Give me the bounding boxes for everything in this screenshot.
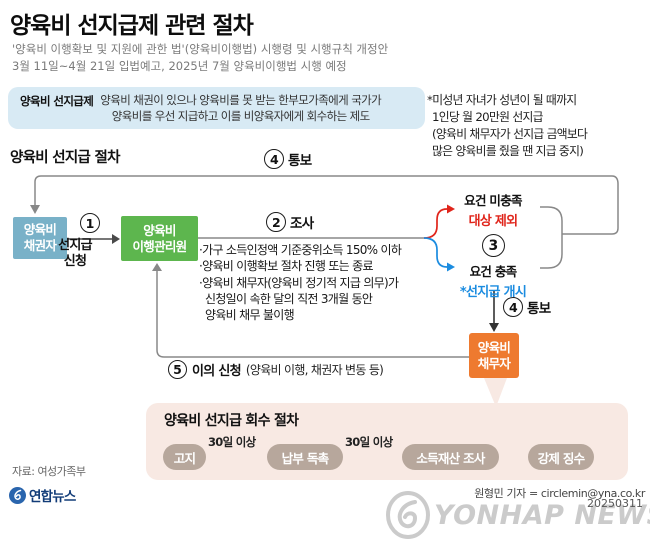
debtor-box: 양육비 채무자	[469, 333, 519, 378]
criteria-item: ·양육비 채무자(양육비 정기적 지급 의무)가	[199, 275, 399, 290]
step-4-text: 통보	[527, 301, 551, 317]
step-3-circle: 3	[481, 234, 505, 257]
definition-term: 양육비 선지급제	[20, 94, 94, 108]
notify-loop-arrowhead	[30, 205, 40, 214]
step-4-label: 4 통보	[503, 297, 551, 317]
step-5-label: 5 이의 신청 (양육비 이행, 채권자 변동 등)	[168, 360, 384, 379]
flow-section-title: 양육비 선지급 절차	[10, 150, 121, 166]
subtitle-line-1: '양육비 이행확보 및 지원에 관한 법'(양육비이행법) 시행령 및 시행규칙…	[12, 42, 389, 56]
recovery-box: 양육비 선지급 회수 절차 30일 이상 30일 이상 고지 납부 독촉 소득재…	[146, 403, 628, 480]
step-1-label: 선지급 신청	[51, 238, 99, 270]
criteria-item-cont: 양육비 채무 불이행	[205, 308, 295, 323]
page-subtitle: '양육비 이행확보 및 지원에 관한 법'(양육비이행법) 시행령 및 시행규칙…	[12, 41, 388, 74]
subtitle-line-2: 3월 11일~4월 21일 입법예고, 2025년 7월 양육비이행법 시행 예…	[12, 58, 347, 73]
note-line-1: *미성년 자녀가 성년이 될 때까지	[427, 93, 577, 107]
yonhap-watermark: YONHAP NEWS	[385, 490, 650, 540]
step4-arrowhead	[489, 323, 499, 332]
debtor-line-1: 양육비	[477, 339, 511, 355]
agency-line-2: 이행관리원	[132, 238, 187, 254]
notify-top-text: 통보	[288, 153, 312, 169]
debtor-line-2: 채무자	[477, 355, 511, 371]
criteria-item: ·양육비 이행확보 절차 진행 또는 종료	[199, 259, 373, 274]
interval-label-1: 30일 이상	[208, 435, 256, 449]
recovery-step-investigation: 소득재산 조사	[402, 444, 499, 470]
step-1-circle: 1	[80, 213, 100, 233]
definition-line-2: 양육비를 우선 지급하고 이를 비양육자에게 회수하는 제도	[111, 108, 370, 123]
watermark-text: YONHAP NEWS	[434, 499, 650, 531]
definition-text: 양육비 채권이 있으나 양육비를 못 받는 한부모가족에게 국가가 양육비를 우…	[100, 93, 381, 129]
step5-arrowhead	[152, 263, 162, 271]
yonhap-logo-icon	[9, 486, 26, 504]
data-source: 자료: 여성가족부	[12, 465, 86, 478]
criteria-item-cont: 신청일이 속한 달의 직전 3개월 동안	[205, 291, 373, 306]
date-stamp: 20250311	[587, 497, 643, 510]
agency-line-1: 양육비	[143, 222, 176, 238]
step-5-circle: 5	[168, 360, 187, 379]
step-1-label-line-2: 신청	[63, 253, 87, 269]
recovery-title: 양육비 선지급 회수 절차	[164, 413, 299, 429]
eligibility-criteria-list: ·가구 소득인정액 기준중위소득 150% 이하 ·양육비 이행확보 절차 진행…	[199, 242, 439, 323]
notify-top-label: 4 통보	[264, 149, 312, 169]
step-1-label-line-1: 선지급	[58, 238, 92, 253]
step1-arrowhead	[112, 234, 120, 244]
creditor-line-1: 양육비	[23, 222, 57, 238]
step-4-circle: 4	[264, 149, 284, 169]
note-line-2: 1인당 월 20만원 선지급	[432, 110, 543, 125]
step-3-decision: 요건 미충족 대상 제외 3 요건 충족 *선지급 개시	[438, 190, 548, 300]
recovery-step-notice: 고지	[163, 444, 206, 470]
note-line-4: 많은 양육비를 줬을 땐 지급 중지)	[432, 144, 584, 159]
step-4b-circle: 4	[503, 297, 523, 317]
definition-line-1: 양육비 채권이 있으나 양육비를 못 받는 한부모가족에게 국가가	[100, 93, 382, 107]
criteria-item: ·가구 소득인정액 기준중위소득 150% 이하	[199, 243, 402, 257]
fail-result: 대상 제외	[468, 214, 519, 229]
yonhap-brand: 연합뉴스	[9, 485, 76, 505]
recovery-step-demand: 납부 독촉	[267, 444, 343, 470]
pass-condition: 요건 충족	[469, 264, 518, 279]
agency-box: 양육비 이행관리원	[121, 216, 198, 261]
recovery-step-enforcement: 강제 징수	[528, 444, 594, 470]
brand-text: 연합뉴스	[29, 489, 76, 505]
step-5-subtext: (양육비 이행, 채권자 변동 등)	[245, 363, 384, 377]
creditor-line-2: 채권자	[23, 238, 57, 253]
step-2-circle: 2	[266, 212, 286, 232]
note-line-3: (양육비 채무자가 선지급 금액보다	[432, 127, 588, 142]
fail-condition: 요건 미충족	[464, 193, 522, 208]
interval-label-2: 30일 이상	[345, 435, 393, 449]
page-title: 양육비 선지급제 관련 절차	[10, 13, 254, 39]
step-2-label: 2 조사	[266, 212, 314, 232]
step-5-text: 이의 신청	[192, 364, 242, 379]
step-2-text: 조사	[290, 216, 314, 232]
reporter-credit: 원형민 기자 = circlemin@yna.co.kr	[474, 487, 645, 500]
definition-box: 양육비 선지급제 양육비 채권이 있으나 양육비를 못 받는 한부모가족에게 국…	[8, 87, 425, 129]
yonhap-watermark-icon	[386, 491, 430, 539]
advance-payment-note: *미성년 자녀가 성년이 될 때까지 1인당 월 20만원 선지급 (양육비 채…	[427, 92, 650, 160]
